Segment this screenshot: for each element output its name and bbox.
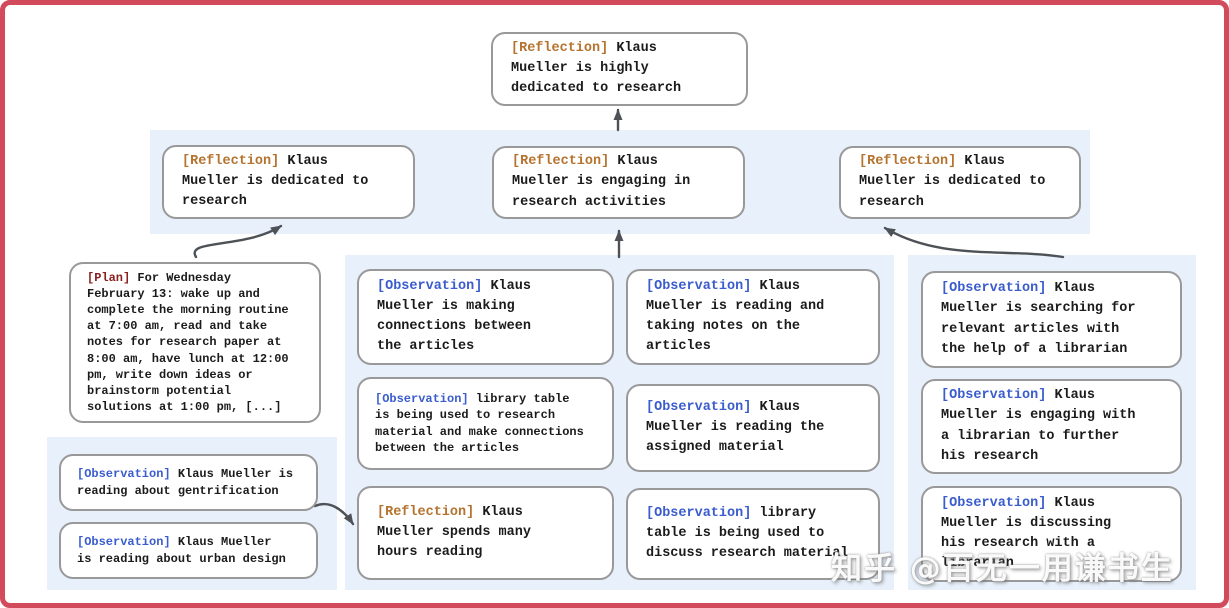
node-observation-searching-articles: [Observation] Klaus Mueller is searching… (921, 271, 1182, 368)
memory-body: [Observation] Klaus Mueller is making co… (377, 277, 531, 358)
memory-text: Klaus Mueller is engaging with a librari… (941, 388, 1136, 464)
memory-body: [Observation] library table is being use… (646, 504, 849, 565)
memory-text: Klaus Mueller is reading the assigned ma… (646, 399, 825, 456)
node-plan: [Plan] For Wednesday February 13: wake u… (69, 262, 321, 423)
node-observation-urban-design: [Observation] Klaus Mueller is reading a… (59, 522, 318, 579)
memory-body: [Reflection] Klaus Mueller spends many h… (377, 503, 531, 564)
observation-tag: [Observation] (77, 467, 171, 482)
node-observation-gentrification: [Observation] Klaus Mueller is reading a… (59, 454, 318, 511)
memory-body: [Observation] Klaus Mueller is engaging … (941, 386, 1135, 467)
memory-body: [Observation] Klaus Mueller is reading a… (646, 277, 824, 358)
memory-text: library table is being used to research … (375, 392, 584, 455)
node-observation-discussing-librarian: [Observation] Klaus Mueller is discussin… (921, 486, 1182, 582)
memory-text: Klaus Mueller spends many hours reading (377, 504, 531, 561)
memory-body: [Observation] Klaus Mueller is discussin… (941, 494, 1111, 575)
observation-tag: [Observation] (646, 399, 752, 415)
plan-tag: [Plan] (87, 270, 131, 285)
reflection-tag: [Reflection] (859, 154, 957, 170)
node-observation-engaging-librarian: [Observation] Klaus Mueller is engaging … (921, 379, 1182, 474)
observation-tag: [Observation] (646, 505, 752, 521)
node-reflection-2: [Reflection] Klaus Mueller is engaging i… (492, 146, 745, 219)
reflection-tag: [Reflection] (182, 153, 280, 169)
memory-body: [Observation] Klaus Mueller is reading a… (77, 466, 293, 498)
memory-body: [Observation] Klaus Mueller is reading t… (646, 398, 824, 459)
memory-text: Klaus Mueller is making connections betw… (377, 278, 531, 355)
memory-text: library table is being used to discuss r… (646, 505, 849, 562)
memory-body: [Reflection] Klaus Mueller is dedicated … (859, 152, 1045, 213)
reflection-tag: [Reflection] (377, 504, 475, 520)
memory-body: [Reflection] Klaus Mueller is dedicated … (182, 152, 368, 213)
memory-body: [Plan] For Wednesday February 13: wake u… (87, 270, 289, 416)
node-reflection-3: [Reflection] Klaus Mueller is dedicated … (839, 146, 1081, 219)
memory-text: Klaus Mueller is reading about urban des… (77, 535, 286, 566)
observation-tag: [Observation] (377, 278, 483, 294)
node-reflection-1: [Reflection] Klaus Mueller is dedicated … (162, 145, 415, 219)
observation-tag: [Observation] (941, 281, 1047, 296)
memory-body: [Observation] Klaus Mueller is reading a… (77, 534, 286, 566)
node-observation-taking-notes: [Observation] Klaus Mueller is reading a… (626, 269, 880, 365)
memory-body: [Observation] Klaus Mueller is searching… (941, 279, 1135, 360)
memory-text: Klaus Mueller is searching for relevant … (941, 281, 1136, 357)
memory-text: Klaus Mueller is dedicated to research (182, 153, 369, 210)
observation-tag: [Observation] (77, 535, 171, 550)
memory-text: Klaus Mueller is dedicated to research (859, 154, 1046, 210)
node-observation-library-table-discuss: [Observation] library table is being use… (626, 488, 880, 580)
observation-tag: [Observation] (375, 392, 469, 407)
memory-body: [Observation] library table is being use… (375, 391, 584, 456)
zhihu-watermark: 知乎 @百无一用谦书生 (831, 551, 1174, 587)
memory-text: Klaus Mueller is reading about gentrific… (77, 467, 294, 498)
node-observation-assigned-material: [Observation] Klaus Mueller is reading t… (626, 384, 880, 472)
memory-text: Klaus Mueller is highly dedicated to res… (511, 40, 682, 97)
observation-tag: [Observation] (646, 278, 752, 294)
memory-text: Klaus Mueller is engaging in research ac… (512, 154, 691, 210)
memory-text: Klaus Mueller is discussing his research… (941, 495, 1112, 572)
observation-tag: [Observation] (941, 388, 1047, 403)
memory-body: [Reflection] Klaus Mueller is engaging i… (512, 152, 690, 213)
memory-text: Klaus Mueller is reading and taking note… (646, 278, 825, 355)
reflection-tag: [Reflection] (512, 154, 610, 170)
node-reflection-spends-hours-reading: [Reflection] Klaus Mueller spends many h… (357, 486, 614, 580)
memory-text: For Wednesday February 13: wake up and c… (87, 270, 289, 415)
node-root-reflection: [Reflection] Klaus Mueller is highly ded… (491, 32, 748, 106)
node-observation-library-table-research: [Observation] library table is being use… (357, 377, 614, 470)
memory-body: [Reflection] Klaus Mueller is highly ded… (511, 39, 681, 100)
observation-tag: [Observation] (941, 495, 1047, 511)
node-observation-making-connections: [Observation] Klaus Mueller is making co… (357, 269, 614, 365)
reflection-tag: [Reflection] (511, 40, 609, 56)
